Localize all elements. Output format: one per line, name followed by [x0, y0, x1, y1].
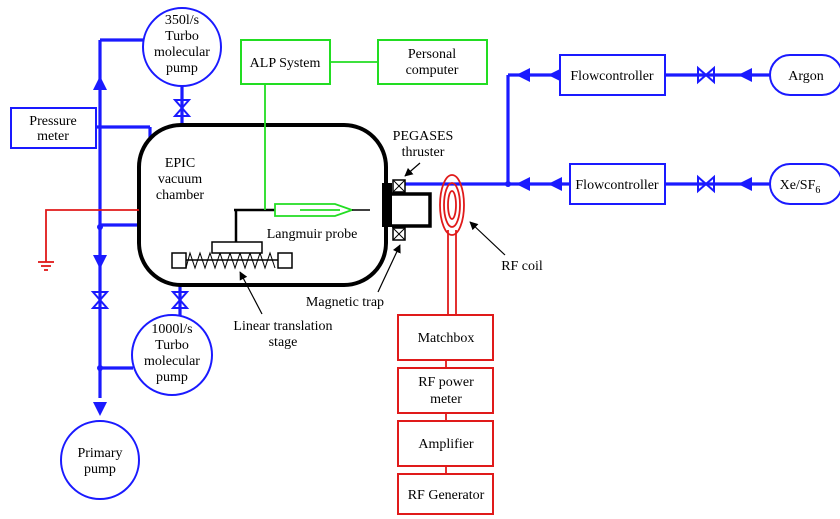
- svg-text:Turbo: Turbo: [165, 29, 199, 44]
- svg-text:computer: computer: [406, 63, 459, 78]
- svg-text:1000l/s: 1000l/s: [151, 322, 192, 337]
- ground-connection: [38, 209, 139, 271]
- svg-text:RF power: RF power: [418, 375, 474, 390]
- svg-text:Flowcontroller: Flowcontroller: [570, 69, 654, 84]
- gas-argon: Argon: [769, 54, 840, 96]
- svg-text:RF coil: RF coil: [501, 259, 543, 274]
- linear-translation-label: Linear translation stage: [233, 271, 333, 350]
- svg-text:Magnetic trap: Magnetic trap: [306, 295, 384, 310]
- svg-text:PEGASES: PEGASES: [393, 129, 454, 144]
- langmuir-probe: Langmuir probe: [267, 203, 370, 242]
- svg-text:pump: pump: [156, 370, 188, 385]
- valve-icon: [697, 174, 715, 194]
- svg-text:stage: stage: [269, 335, 298, 350]
- svg-text:ALP System: ALP System: [250, 56, 321, 71]
- amplifier: [397, 420, 494, 467]
- alp-system: ALP System: [240, 39, 331, 85]
- svg-text:Xe/SF6: Xe/SF6: [780, 178, 821, 196]
- svg-text:Personal: Personal: [408, 47, 456, 62]
- svg-text:Turbo: Turbo: [155, 338, 189, 353]
- svg-text:thruster: thruster: [402, 145, 445, 160]
- gas-xe-sf6: Xe/SF6: [769, 163, 840, 205]
- rf-chain: Matchbox RF power meter Amplifier RF Gen…: [397, 314, 494, 515]
- magnetic-trap-label: Magnetic trap: [306, 244, 401, 310]
- svg-text:Linear translation: Linear translation: [233, 319, 332, 334]
- valves: [90, 65, 715, 309]
- svg-text:Flowcontroller: Flowcontroller: [575, 178, 659, 193]
- turbo-pump-1000: 1000l/s Turbo molecular pump: [131, 314, 213, 396]
- rf-power-meter: [397, 367, 494, 414]
- rf-coil: RF coil: [439, 174, 543, 315]
- svg-text:Amplifier: Amplifier: [418, 437, 474, 452]
- pressure-meter: Pressure meter: [10, 107, 97, 149]
- turbo-pump-350: 350l/s Turbo molecular pump: [142, 7, 222, 87]
- personal-computer: Personal computer: [377, 39, 488, 85]
- valve-icon: [170, 291, 190, 309]
- svg-text:RF Generator: RF Generator: [408, 488, 485, 503]
- flow-arrows: [93, 68, 752, 416]
- svg-text:Argon: Argon: [788, 69, 824, 84]
- svg-text:pump: pump: [84, 462, 116, 477]
- svg-text:Pressure: Pressure: [29, 114, 76, 129]
- linear-translation-stage: [171, 208, 293, 270]
- svg-text:vacuum: vacuum: [158, 172, 202, 187]
- matchbox: [397, 314, 494, 361]
- flowcontroller-xe: Flowcontroller: [569, 163, 666, 205]
- svg-text:Primary: Primary: [77, 446, 122, 461]
- pegases-thruster: PEGASES thruster: [382, 129, 454, 241]
- valve-icon: [172, 99, 192, 117]
- rf-generator: [397, 473, 494, 515]
- svg-text:pump: pump: [166, 61, 198, 76]
- valve-icon: [90, 291, 110, 309]
- svg-text:chamber: chamber: [156, 188, 205, 203]
- svg-text:molecular: molecular: [154, 45, 210, 60]
- svg-text:molecular: molecular: [144, 354, 200, 369]
- flowcontroller-argon: Flowcontroller: [559, 54, 666, 96]
- svg-text:350l/s: 350l/s: [165, 13, 199, 28]
- svg-text:EPIC: EPIC: [165, 156, 195, 171]
- svg-text:meter: meter: [37, 129, 69, 144]
- svg-text:Langmuir probe: Langmuir probe: [267, 227, 358, 242]
- svg-text:Matchbox: Matchbox: [418, 331, 475, 346]
- valve-icon: [697, 65, 715, 85]
- primary-pump: Primary pump: [60, 420, 140, 500]
- svg-text:meter: meter: [430, 392, 462, 407]
- diagnostic-wiring: [264, 61, 378, 210]
